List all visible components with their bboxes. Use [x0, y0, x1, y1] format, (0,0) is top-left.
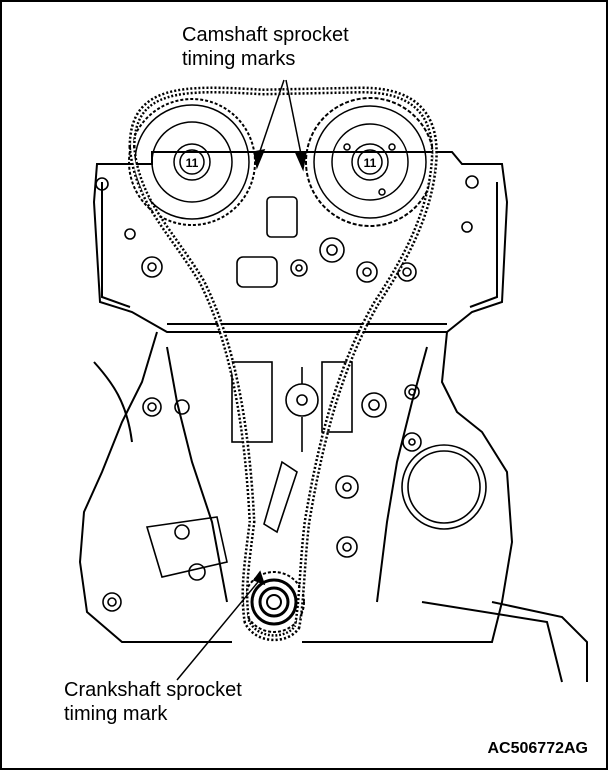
- engine-block-outline: [78, 331, 588, 683]
- camshaft-callout-line1: Camshaft sprocket: [182, 24, 349, 46]
- crankshaft-timing-mark-callout: Crankshaft sprocket timing mark: [64, 678, 242, 726]
- timing-chain-inner: [130, 88, 436, 639]
- right-cam-mark: 11: [364, 156, 377, 170]
- block-details: [95, 175, 487, 612]
- crankshaft-sprocket: [243, 571, 305, 633]
- cylinder-head-outline: [92, 151, 509, 333]
- crankshaft-callout-line1: Crankshaft sprocket: [64, 679, 242, 701]
- crank-leader-line: [176, 570, 266, 681]
- figure-id: AC506772AG: [487, 740, 589, 757]
- camshaft-callout-line2: timing marks: [182, 48, 296, 70]
- cam-leader-lines: [253, 79, 307, 172]
- crankshaft-callout-line2: timing mark: [64, 703, 168, 725]
- left-cam-mark: 11: [186, 156, 199, 170]
- camshaft-timing-marks-callout: Camshaft sprocket timing marks: [182, 23, 349, 71]
